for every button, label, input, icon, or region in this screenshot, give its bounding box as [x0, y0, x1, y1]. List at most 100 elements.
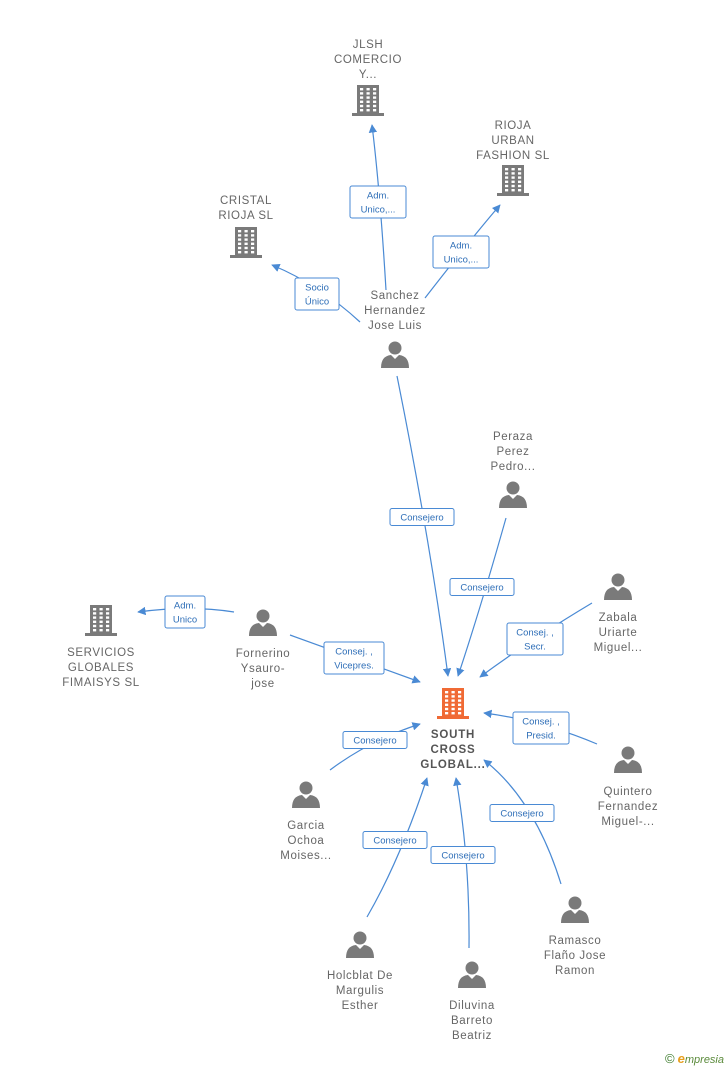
edge-label-box	[349, 185, 407, 219]
brand-logo-initial: e	[677, 1051, 685, 1066]
node-peraza[interactable]: PerazaPerezPedro...	[490, 431, 535, 508]
node-label: Zabala	[599, 612, 638, 624]
edge-peraza-to-south	[456, 517, 507, 677]
building-icon[interactable]	[85, 605, 117, 636]
person-body	[292, 795, 320, 808]
node-label: Pedro...	[490, 461, 535, 473]
node-zabala[interactable]: ZabalaUriarteMiguel...	[594, 573, 643, 655]
edge-label-holcblat-to-south[interactable]: Consejero	[362, 831, 428, 849]
edge-label-box	[430, 846, 496, 864]
edge-label-box	[342, 731, 408, 749]
brand-logo-text: mpresia	[684, 1054, 724, 1066]
edge-label-fornerino-to-servicios[interactable]: Adm.Unico	[164, 595, 206, 629]
edge-label-text: Adm.	[174, 601, 196, 612]
building-windows	[445, 691, 462, 715]
node-label: Peraza	[493, 431, 533, 443]
edge-label-text: Consej. ,	[522, 717, 560, 728]
node-label: jose	[250, 678, 275, 690]
node-label: Miguel...	[594, 642, 643, 654]
node-label: Miguel-...	[601, 816, 654, 828]
edge-label-box	[362, 831, 428, 849]
person-icon[interactable]	[292, 781, 320, 809]
node-label: GLOBAL...	[420, 759, 485, 771]
edge-label-zabala-to-south[interactable]: Consej. ,Secr.	[506, 622, 564, 656]
node-south[interactable]: SOUTHCROSSGLOBAL...	[420, 688, 485, 771]
person-head	[388, 341, 402, 355]
edge-label-quintero-to-south[interactable]: Consej. ,Presid.	[512, 711, 570, 745]
building-icon[interactable]	[497, 165, 529, 196]
person-body	[614, 760, 642, 773]
person-body	[249, 623, 277, 636]
person-body	[458, 975, 486, 988]
edge-label-peraza-to-south[interactable]: Consejero	[449, 578, 515, 596]
node-label: Uriarte	[599, 627, 638, 639]
building-icon[interactable]	[437, 688, 469, 719]
node-jlsh[interactable]: JLSHCOMERCIOY...	[334, 39, 402, 116]
edge-label-diluvina-to-south[interactable]: Consejero	[430, 846, 496, 864]
person-head	[256, 609, 270, 623]
node-quintero[interactable]: QuinteroFernandezMiguel-...	[598, 746, 658, 829]
edge-label-sanchez-to-jlsh[interactable]: Adm.Unico,...	[349, 185, 407, 219]
person-icon[interactable]	[458, 961, 486, 989]
node-label: Beatriz	[452, 1030, 492, 1042]
node-label: Flaño Jose	[544, 950, 606, 962]
node-label: Perez	[496, 446, 529, 458]
node-label: COMERCIO	[334, 54, 402, 66]
node-label: Diluvina	[449, 1000, 495, 1012]
person-body	[499, 495, 527, 508]
edge-label-text: Único	[305, 297, 329, 308]
copyright-symbol: ©	[665, 1051, 675, 1066]
node-label: Y...	[359, 69, 377, 81]
node-label: Moises...	[280, 850, 331, 862]
edge-label-box	[432, 235, 490, 269]
node-label: RIOJA SL	[218, 210, 273, 222]
node-label: FIMAISYS SL	[62, 677, 140, 689]
node-label: Jose Luis	[368, 320, 422, 332]
edge-label-text: Unico,...	[444, 255, 479, 266]
edge-label-box	[389, 508, 455, 526]
person-icon[interactable]	[346, 931, 374, 959]
footer-brand: ©empresia	[665, 1051, 724, 1066]
node-label: Esther	[342, 1000, 379, 1012]
building-icon[interactable]	[230, 227, 262, 258]
person-head	[611, 573, 625, 587]
person-head	[506, 481, 520, 495]
node-label: Ramasco	[549, 935, 602, 947]
person-icon[interactable]	[249, 609, 277, 637]
person-icon[interactable]	[381, 341, 409, 369]
person-icon[interactable]	[604, 573, 632, 601]
node-label: Holcblat De	[327, 970, 393, 982]
person-icon[interactable]	[614, 746, 642, 774]
edge-label-box	[506, 622, 564, 656]
edge-label-sanchez-to-south[interactable]: Consejero	[389, 508, 455, 526]
person-head	[568, 896, 582, 910]
node-label: SOUTH	[431, 729, 475, 741]
node-label: Sanchez	[371, 290, 420, 302]
person-head	[299, 781, 313, 795]
edge-sanchez-to-south	[396, 375, 452, 677]
edge-label-box	[449, 578, 515, 596]
node-label: Hernandez	[364, 305, 426, 317]
building-icon[interactable]	[352, 85, 384, 116]
edge-label-text: Consejero	[460, 583, 503, 594]
edge-label-sanchez-to-rioja-urban[interactable]: Adm.Unico,...	[432, 235, 490, 269]
node-garcia[interactable]: GarciaOchoaMoises...	[280, 781, 331, 863]
person-icon[interactable]	[561, 896, 589, 924]
edge-label-garcia-to-south[interactable]: Consejero	[342, 731, 408, 749]
person-icon[interactable]	[499, 481, 527, 509]
edge-label-ramasco-to-south[interactable]: Consejero	[489, 804, 555, 822]
edge-label-fornerino-to-south[interactable]: Consej. ,Vicepres.	[323, 641, 385, 675]
node-label: Barreto	[451, 1015, 493, 1027]
edge-label-text: Consejero	[441, 851, 484, 862]
edge-label-box	[164, 595, 206, 629]
